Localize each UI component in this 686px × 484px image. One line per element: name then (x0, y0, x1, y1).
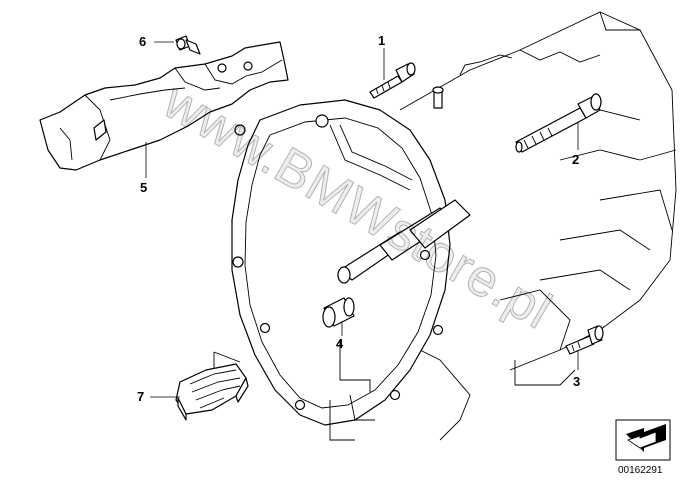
clip-icon (175, 363, 249, 421)
bushing-icon (322, 297, 355, 328)
bolt-icon (565, 325, 604, 355)
callout-2: 2 (572, 152, 579, 167)
bolt-icon (175, 35, 201, 55)
callout-1: 1 (378, 33, 385, 48)
direction-arrow-icon (615, 419, 671, 461)
callout-4: 4 (336, 336, 344, 351)
gearbox-illustration (213, 11, 677, 441)
callout-6: 6 (139, 34, 146, 49)
callout-5: 5 (140, 180, 147, 195)
callout-3: 3 (573, 374, 580, 389)
callout-7: 7 (137, 389, 144, 404)
diagram-id: 00162291 (618, 465, 663, 476)
heat-shield-icon (39, 41, 289, 171)
bolt-icon (369, 62, 416, 99)
leader-lines (145, 41, 579, 398)
bolt-icon (515, 93, 602, 153)
